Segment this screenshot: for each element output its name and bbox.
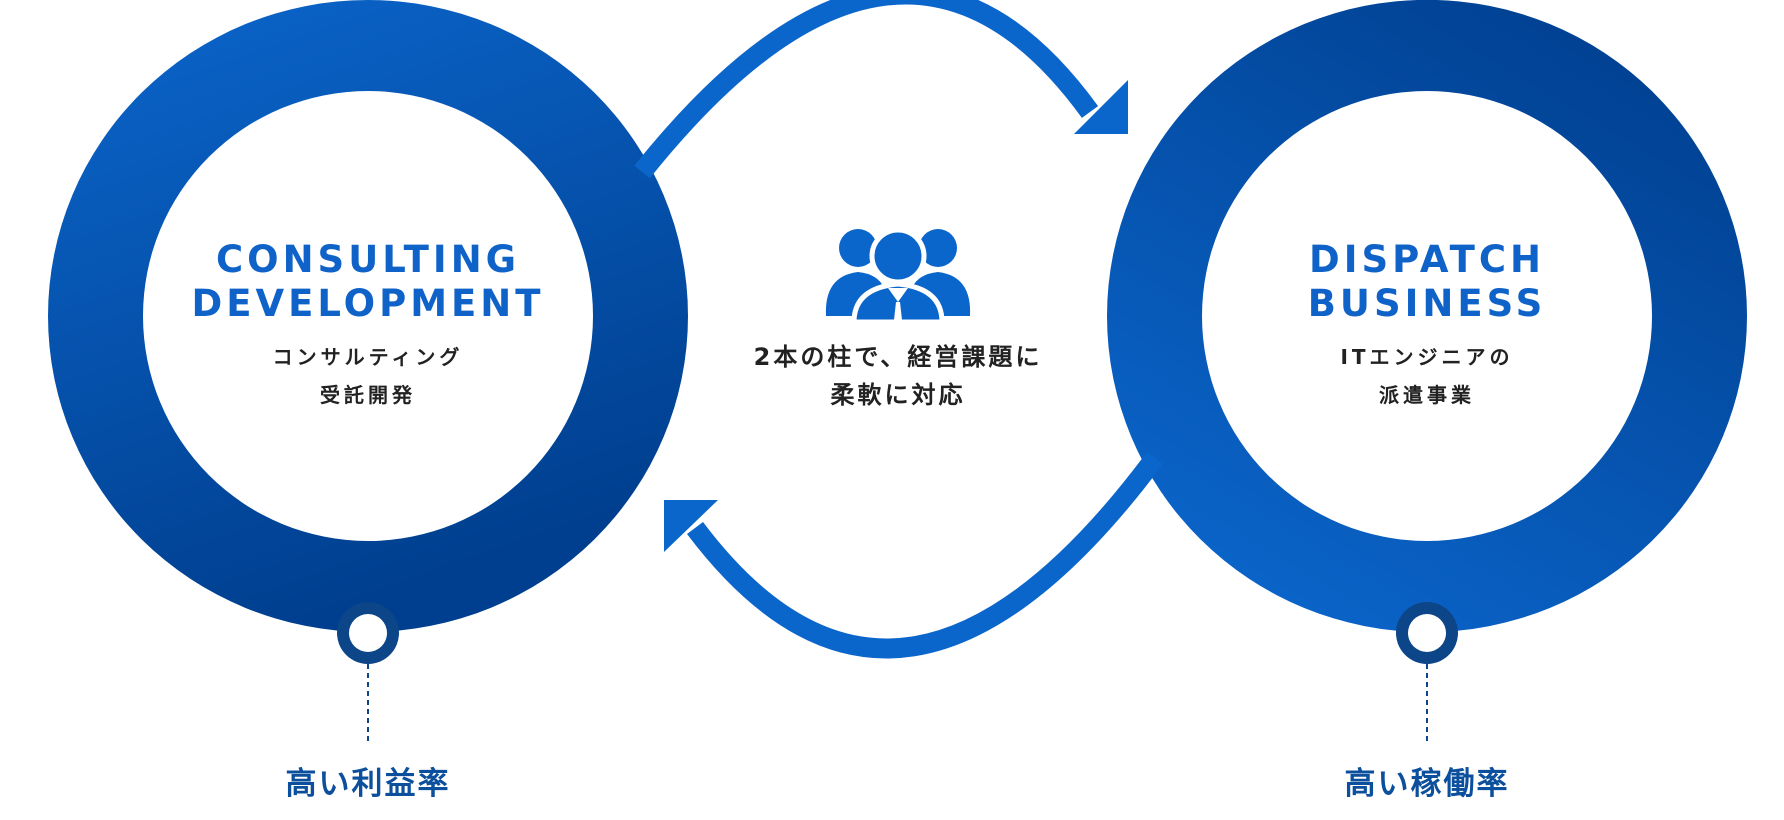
- consulting-title-line2: DEVELOPMENT: [191, 282, 545, 325]
- bottom-cycle-arrow: [687, 452, 1164, 659]
- center-message-line2: 柔軟に対応: [830, 381, 966, 409]
- dispatch-title-line2: BUSINESS: [1307, 282, 1547, 325]
- consulting-subtitle-line1: コンサルティング: [272, 345, 464, 369]
- dispatch-label-group: DISPATCH BUSINESS ITエンジニアの 派遣事業: [1227, 238, 1627, 414]
- consulting-bottom-label: 高い利益率: [285, 766, 451, 802]
- dispatch-bottom-label: 高い稼働率: [1344, 766, 1510, 802]
- center-message-line1: 2本の柱で、経営課題に: [753, 343, 1043, 371]
- people-group-icon: [825, 227, 971, 325]
- consulting-title-line1: CONSULTING: [215, 238, 521, 281]
- dispatch-title-line1: DISPATCH: [1309, 238, 1545, 281]
- dispatch-subtitle-line1: ITエンジニアの: [1340, 345, 1514, 369]
- dispatch-marker: [1396, 602, 1458, 742]
- consulting-title: CONSULTING DEVELOPMENT: [168, 238, 568, 326]
- top-cycle-arrow: [634, 0, 1099, 179]
- consulting-marker: [337, 602, 399, 742]
- bottom-arrow-head: [664, 500, 718, 552]
- top-arrow-head: [1074, 80, 1128, 134]
- center-message: 2本の柱で、経営課題に 柔軟に対応: [698, 338, 1098, 414]
- consulting-label-group: CONSULTING DEVELOPMENT コンサルティング 受託開発: [168, 238, 568, 414]
- dispatch-title: DISPATCH BUSINESS: [1227, 238, 1627, 326]
- consulting-subtitle-line2: 受託開発: [320, 383, 416, 407]
- dispatch-subtitle-line2: 派遣事業: [1379, 383, 1475, 407]
- consulting-subtitle: コンサルティング 受託開発: [168, 338, 568, 414]
- dispatch-subtitle: ITエンジニアの 派遣事業: [1227, 338, 1627, 414]
